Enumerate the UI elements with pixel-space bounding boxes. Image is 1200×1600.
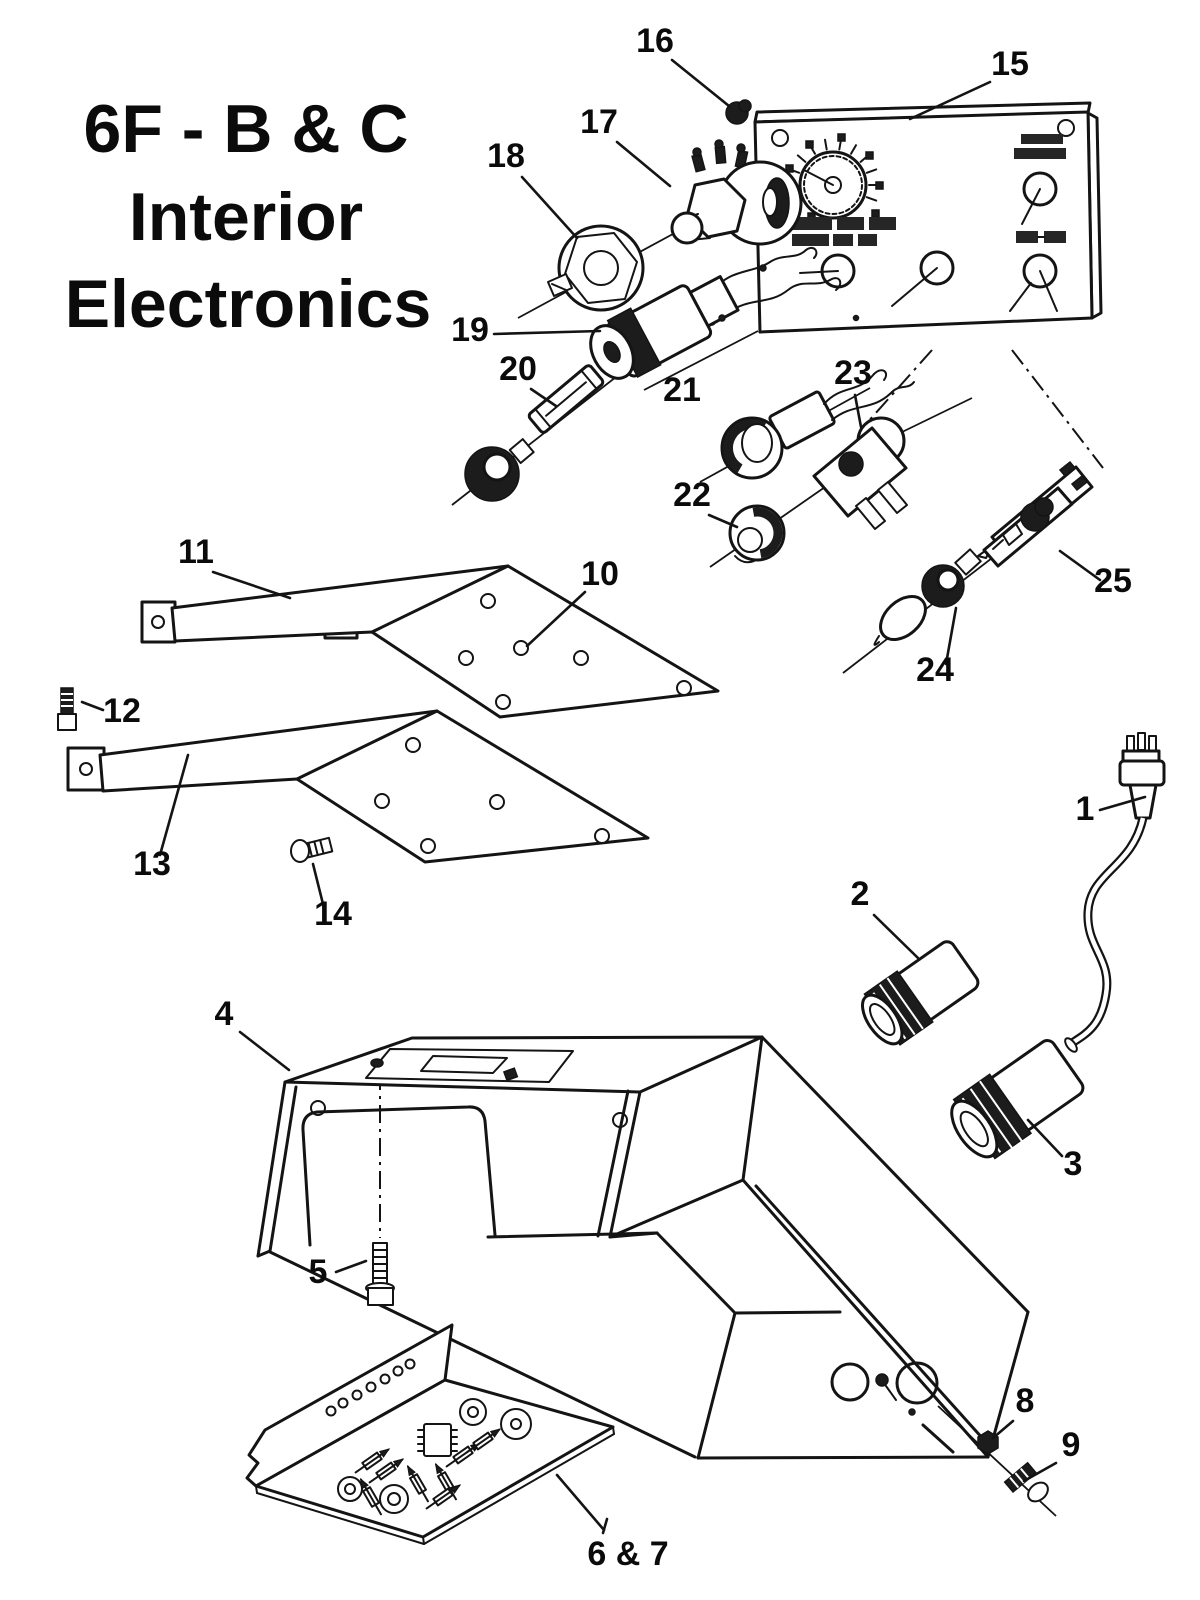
part-11-bracket-plate-upper <box>140 564 720 719</box>
part-9-screw <box>1003 1461 1049 1503</box>
callout-label-18: 18 <box>487 137 525 175</box>
callout-label-19: 19 <box>451 311 489 349</box>
callout-label-9: 9 <box>1062 1426 1081 1464</box>
callout-label-2: 2 <box>851 875 870 913</box>
part-12-screw <box>57 687 77 731</box>
part-18-hex-nut <box>547 224 645 312</box>
callout-label-24: 24 <box>916 651 954 689</box>
title-line-3: Electronics <box>65 266 432 342</box>
callout-label-3: 3 <box>1064 1145 1083 1183</box>
panel-label-blur <box>784 134 1066 246</box>
callout-label-13: 13 <box>133 845 171 883</box>
part-5-screw <box>365 1242 395 1306</box>
title-line-1: 6F - B & C <box>84 91 409 167</box>
callout-label-11: 11 <box>178 533 214 571</box>
callout-label-21: 21 <box>663 371 701 409</box>
callout-label-22: 22 <box>673 476 711 514</box>
callout-label-10: 10 <box>581 555 619 593</box>
callout-label-5: 5 <box>309 1253 328 1291</box>
callout-leader-lines <box>80 58 1147 1535</box>
callout-label-20: 20 <box>499 350 537 388</box>
part-3-socket-large <box>950 1039 1085 1160</box>
part-4-console-housing <box>256 1035 1030 1460</box>
panel-holes <box>708 171 1058 326</box>
callout-label-6-7: 6 & 7 <box>587 1535 668 1573</box>
callout-label-25: 25 <box>1094 562 1132 600</box>
part-23-plug <box>812 416 908 530</box>
page-title: 6F - B & C Interior Electronics <box>65 91 432 342</box>
callout-labels: 1 2 3 4 5 6 & 7 8 9 10 11 12 13 14 15 16… <box>103 22 1132 1573</box>
title-line-2: Interior <box>129 179 363 255</box>
callout-label-12: 12 <box>103 692 141 730</box>
part-21-lamp-holder <box>720 369 915 480</box>
part-2-socket-small <box>861 940 980 1046</box>
callout-label-16: 16 <box>636 22 674 60</box>
callout-label-15: 15 <box>991 45 1029 83</box>
dial <box>785 133 884 221</box>
part-24-bulb <box>873 545 993 646</box>
part-20-fuse <box>464 364 605 502</box>
callout-label-14: 14 <box>314 895 352 933</box>
callout-label-8: 8 <box>1016 1382 1035 1420</box>
part-6-7-pcb-assembly <box>245 1323 615 1545</box>
callout-label-17: 17 <box>580 103 618 141</box>
part-17-rotary-switch <box>670 139 803 246</box>
part-16-screw <box>725 99 752 125</box>
part-19-fuse-holder <box>589 246 842 380</box>
callout-label-23: 23 <box>834 354 872 392</box>
part-8-nut <box>977 1430 999 1455</box>
part-25-socket-bracket <box>982 460 1094 568</box>
part-13-bracket-plate-lower <box>66 709 650 864</box>
part-22-lens-cap <box>728 504 786 564</box>
part-15-control-panel <box>708 101 1103 334</box>
callout-label-1: 1 <box>1076 790 1095 828</box>
part-14-screw <box>290 836 334 863</box>
callout-label-4: 4 <box>215 995 234 1033</box>
part-1-power-cord <box>1064 732 1166 1053</box>
